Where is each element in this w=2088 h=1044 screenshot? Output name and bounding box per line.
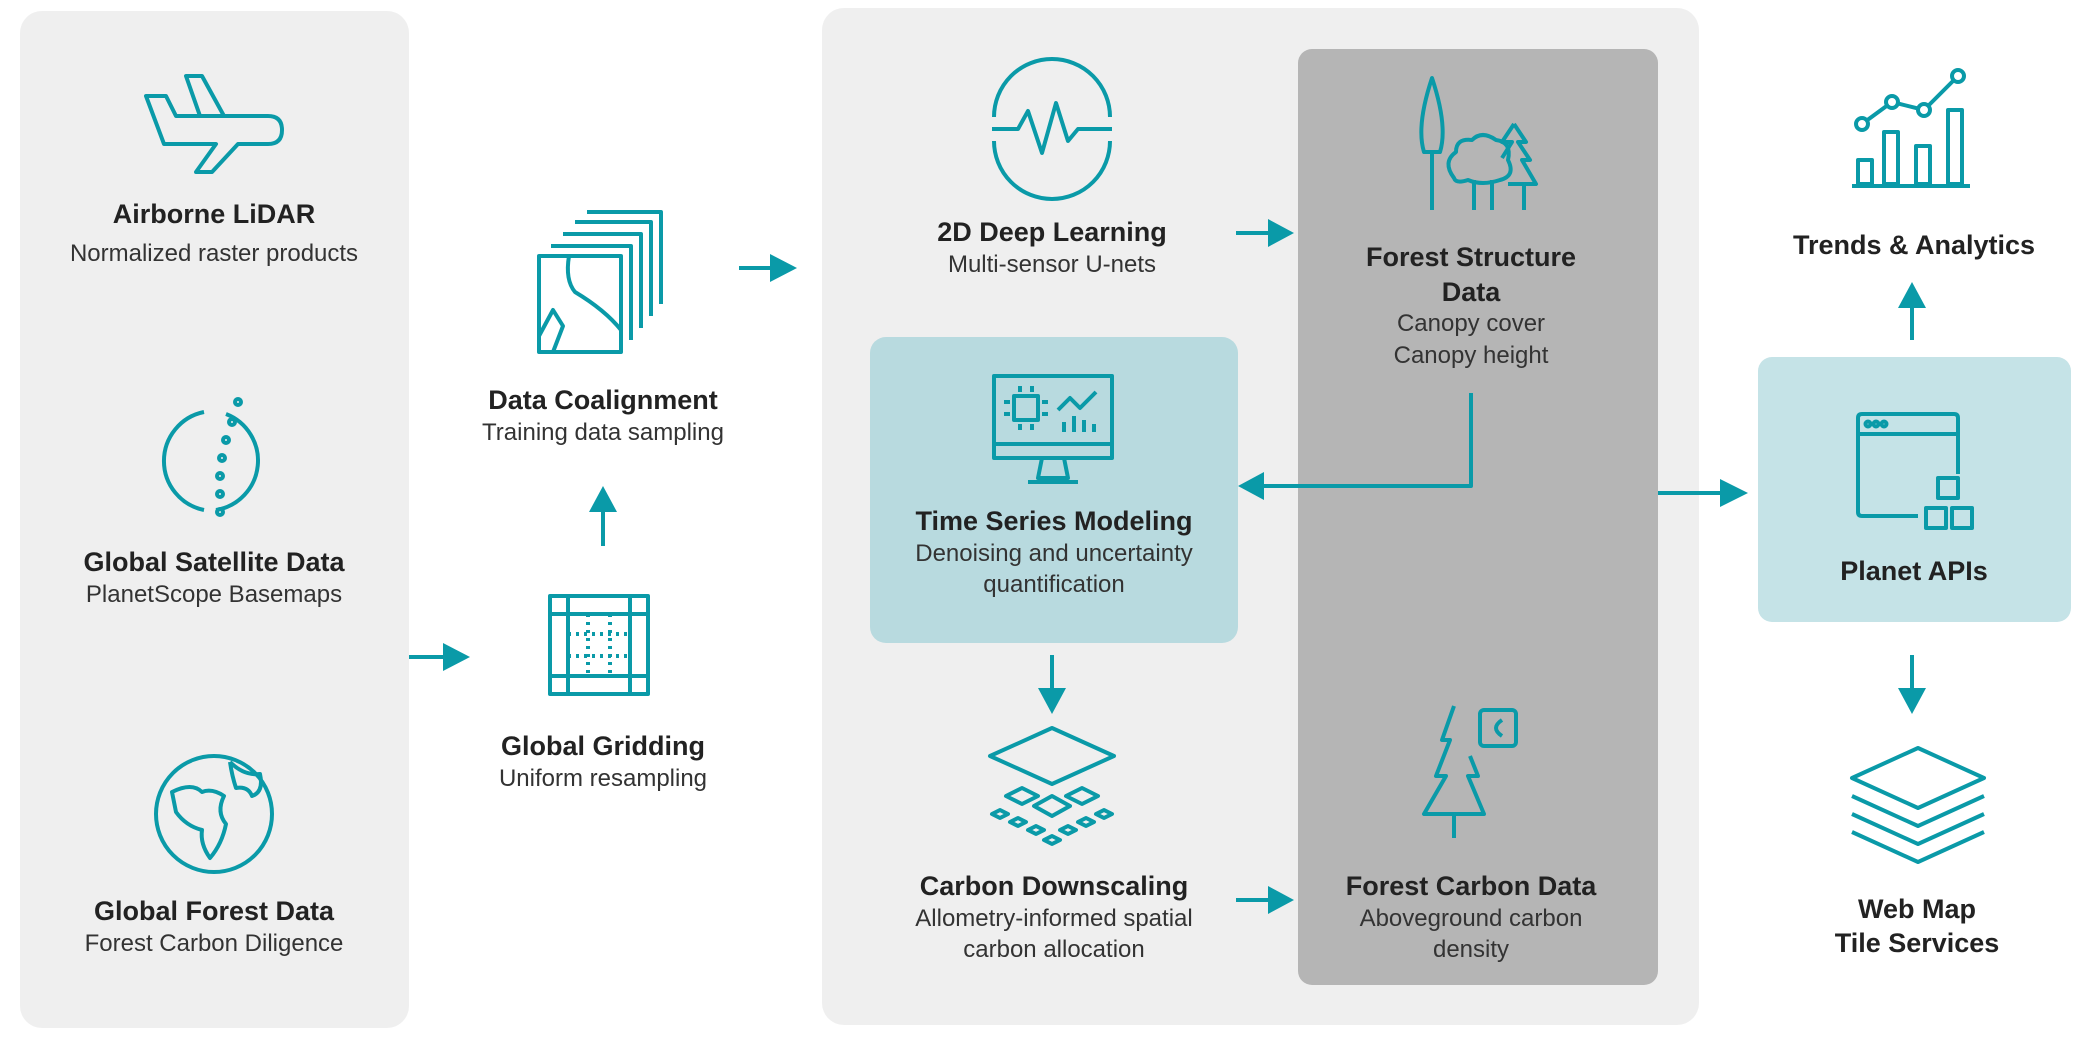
- deep-learning-title: 2D Deep Learning: [937, 217, 1167, 247]
- arrow-apis-to-tiles: [1898, 655, 1926, 714]
- trends-title: Trends & Analytics: [1792, 230, 2036, 260]
- arrow-gridding-to-coalignment: [589, 486, 617, 546]
- canopy-height-label: Canopy height: [1393, 342, 1549, 369]
- downscaling-title: Carbon Downscaling: [919, 871, 1189, 901]
- inputs-panel: [20, 11, 409, 1028]
- coalignment-title: Data Coalignment: [488, 385, 718, 415]
- arrow-data-to-apis: [1658, 479, 1748, 507]
- forest-carbon-subtitle-2: density: [1432, 936, 1510, 963]
- airplane-icon: [144, 74, 284, 174]
- arrow-inputs-to-gridding: [409, 643, 470, 671]
- gridding-title: Global Gridding: [501, 731, 705, 761]
- arrow-coalignment-to-modeling: [739, 254, 797, 282]
- downscaling-subtitle-2: carbon allocation: [963, 936, 1145, 963]
- time-series-box: [870, 337, 1238, 643]
- satellite-orbit-icon: [161, 397, 260, 517]
- airborne-lidar-title: Airborne LiDAR: [112, 199, 316, 229]
- image-stack-icon: [537, 210, 663, 354]
- map-layers-icon: [1850, 746, 1986, 864]
- layers-downscale-icon: [988, 726, 1116, 846]
- time-series-title: Time Series Modeling: [915, 506, 1193, 536]
- forest-structure-title-1: Forest Structure: [1365, 242, 1577, 272]
- forest-carbon-subtitle-1: Aboveground carbon: [1359, 905, 1583, 932]
- api-window-icon: [1856, 412, 1974, 530]
- web-map-title-2: Tile Services: [1834, 928, 2000, 958]
- gridding-subtitle: Uniform resampling: [498, 765, 708, 792]
- canopy-cover-label: Canopy cover: [1396, 310, 1546, 337]
- arrow-apis-to-trends: [1898, 282, 1926, 340]
- forest-data-subtitle: Forest Carbon Diligence: [84, 930, 344, 957]
- waveform-icon: [992, 57, 1112, 201]
- grid-icon: [548, 594, 650, 696]
- satellite-subtitle: PlanetScope Basemaps: [85, 581, 343, 608]
- time-series-subtitle-1: Denoising and uncertainty: [915, 540, 1193, 567]
- satellite-title: Global Satellite Data: [83, 547, 345, 577]
- monitor-chart-icon: [992, 374, 1114, 484]
- trees-icon: [1419, 76, 1538, 210]
- time-series-subtitle-2: quantification: [983, 571, 1125, 598]
- forest-carbon-title: Forest Carbon Data: [1345, 871, 1597, 901]
- deep-learning-subtitle: Multi-sensor U-nets: [947, 251, 1157, 278]
- tree-carbon-icon: [1422, 705, 1518, 838]
- airborne-lidar-subtitle: Normalized raster products: [69, 240, 359, 267]
- downscaling-subtitle-1: Allometry-informed spatial: [915, 905, 1193, 932]
- forest-structure-title-2: Data: [1441, 277, 1501, 307]
- arrow-deeplearning-to-structure: [1236, 219, 1294, 247]
- forest-data-title: Global Forest Data: [93, 896, 335, 926]
- arrow-downscaling-to-carbon: [1236, 886, 1294, 914]
- forest-data-column: [1298, 49, 1658, 985]
- arrow-structure-to-timeseries: [1238, 393, 1473, 500]
- planet-apis-title: Planet APIs: [1840, 556, 1988, 586]
- arrow-timeseries-to-downscaling: [1038, 655, 1066, 714]
- globe-icon: [154, 754, 274, 874]
- analytics-chart-icon: [1852, 68, 1970, 188]
- planet-apis-box: [1758, 357, 2071, 622]
- web-map-title-1: Web Map: [1857, 894, 1977, 924]
- coalignment-subtitle: Training data sampling: [482, 419, 724, 446]
